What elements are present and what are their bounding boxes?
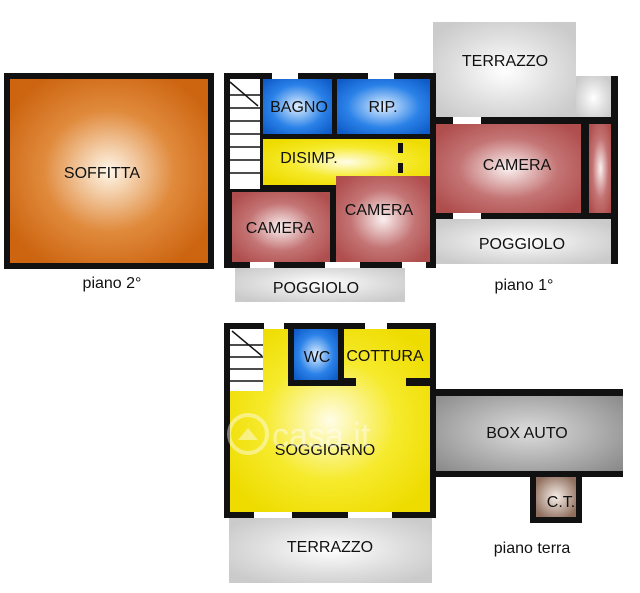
room-label-box-auto: BOX AUTO [486, 425, 568, 442]
room-label-camera-right: CAMERA [483, 157, 552, 174]
room-soffitta [10, 79, 208, 263]
floor-label-ground: piano terra [494, 540, 571, 557]
window [272, 73, 298, 79]
floor-label-first: piano 1° [495, 277, 554, 294]
window [402, 262, 426, 268]
stairs-steps [229, 81, 260, 174]
room-label-poggiolo-right: POGGIOLO [479, 236, 565, 253]
room-ct [536, 477, 576, 517]
room-label-soggiorno: SOGGIORNO [275, 442, 375, 459]
stairs-ground-steps [230, 330, 263, 382]
room-label-ct: C.T. [547, 494, 575, 511]
watermark-logo-icon [227, 413, 269, 455]
window [250, 262, 274, 268]
room-label-terrazzo-bottom: TERRAZZO [287, 539, 373, 556]
window [365, 323, 387, 329]
window [453, 117, 481, 124]
window [264, 323, 284, 329]
window [254, 512, 292, 518]
room-label-soffitta: SOFFITTA [64, 165, 140, 182]
second-floor: SOFFITTA piano 2° [4, 73, 214, 292]
room-wc [294, 329, 338, 380]
poggiolo-right [433, 219, 613, 264]
room-label-terrazzo-top: TERRAZZO [462, 53, 548, 70]
room-label-camera-mid: CAMERA [345, 202, 414, 219]
watermark: casa.it [227, 413, 371, 455]
window [348, 512, 392, 518]
room-box-auto [433, 389, 623, 475]
room-label-cottura: COTTURA [346, 348, 424, 365]
window [368, 73, 394, 79]
room-camera-right-annex [589, 124, 612, 213]
terrace-bottom [229, 516, 432, 583]
terrace-top [433, 22, 576, 120]
window [325, 262, 360, 268]
right-wing-edge [611, 76, 618, 264]
room-bagno [263, 79, 332, 134]
first-floor: TERRAZZO POGGIOLO POGGIOLO BAGNO RIP. DI… [224, 22, 618, 302]
floor-label-second: piano 2° [83, 275, 142, 292]
room-label-camera-left: CAMERA [246, 220, 315, 237]
door-marker [398, 163, 403, 173]
watermark-text: casa.it [272, 417, 371, 455]
room-camera-left [232, 192, 330, 262]
window [453, 213, 481, 219]
room-camera-mid [336, 176, 430, 262]
terrace-top-side [576, 76, 611, 120]
room-label-rip: RIP. [368, 99, 397, 116]
room-label-bagno: BAGNO [270, 99, 328, 116]
ground-floor: BOX AUTO C.T. TERRAZZO SOGGIORNO COTTURA… [224, 323, 623, 583]
room-label-poggiolo-left: POGGIOLO [273, 280, 359, 297]
room-rip [337, 79, 430, 134]
room-camera-right [436, 124, 581, 213]
room-label-disimp: DISIMP. [280, 150, 338, 167]
room-label-wc: WC [304, 349, 331, 366]
poggiolo-left [235, 265, 405, 302]
door-marker [398, 143, 403, 153]
